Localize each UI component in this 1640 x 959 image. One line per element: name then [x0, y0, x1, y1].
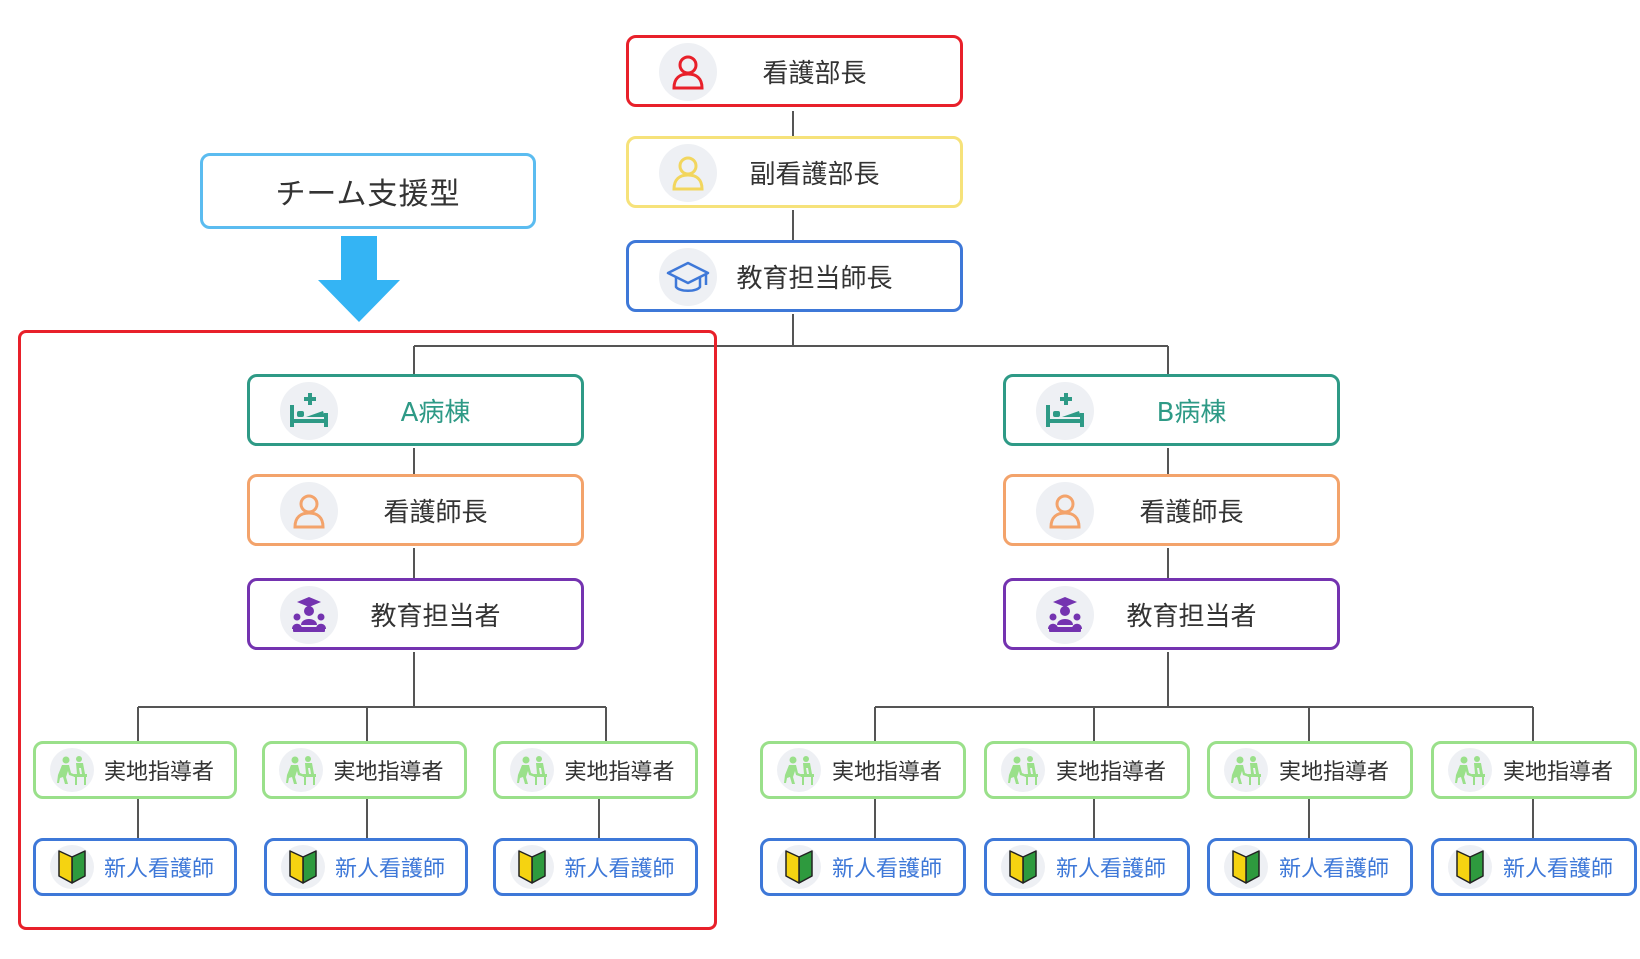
head-nurse-a-label: 看護師長 [383, 497, 488, 528]
person-icon [659, 144, 717, 202]
mentor-icon [50, 748, 94, 792]
mentor-icon [1448, 748, 1492, 792]
head-nurse-b-label: 看護師長 [1139, 497, 1244, 528]
mentor-icon [510, 748, 554, 792]
educator-a-label: 教育担当者 [370, 601, 501, 632]
mentor-icon [1224, 748, 1268, 792]
director-label: 看護部長 [762, 58, 867, 89]
new-nurse-node: 新人看護師 [1431, 838, 1637, 896]
new-nurse-label: 新人看護師 [564, 857, 675, 882]
deputy-node: 副看護部長 [626, 136, 963, 208]
preceptor-node: 実地指導者 [1431, 741, 1637, 799]
education-head-node: 教育担当師長 [626, 240, 963, 312]
teacher-icon [1036, 586, 1094, 644]
preceptor-node: 実地指導者 [493, 741, 698, 799]
new-nurse-node: 新人看護師 [1207, 838, 1413, 896]
education-head-label: 教育担当師長 [736, 263, 893, 294]
person-icon [280, 482, 338, 540]
new-nurse-label: 新人看護師 [1055, 857, 1166, 882]
new-nurse-label: 新人看護師 [1278, 857, 1389, 882]
callout-box: チーム支援型 [200, 153, 536, 229]
head-nurse-b-node: 看護師長 [1003, 474, 1340, 546]
mentor-icon [777, 748, 821, 792]
mentor-icon [279, 748, 323, 792]
preceptor-node: 実地指導者 [1207, 741, 1413, 799]
beginner-mark-icon [1448, 845, 1492, 889]
new-nurse-label: 新人看護師 [1502, 857, 1613, 882]
preceptor-label: 実地指導者 [1055, 760, 1166, 785]
new-nurse-node: 新人看護師 [264, 838, 468, 896]
person-icon [659, 43, 717, 101]
beginner-mark-icon [510, 845, 554, 889]
teacher-icon [280, 586, 338, 644]
educator-a-node: 教育担当者 [247, 578, 584, 650]
new-nurse-node: 新人看護師 [493, 838, 698, 896]
ward-b-label: B病棟 [1156, 397, 1227, 428]
preceptor-node: 実地指導者 [760, 741, 966, 799]
hospital-bed-icon [1036, 382, 1094, 440]
preceptor-node: 実地指導者 [984, 741, 1190, 799]
person-icon [1036, 482, 1094, 540]
ward-b-node: B病棟 [1003, 374, 1340, 446]
preceptor-label: 実地指導者 [831, 760, 942, 785]
new-nurse-label: 新人看護師 [831, 857, 942, 882]
preceptor-label: 実地指導者 [333, 760, 444, 785]
preceptor-label: 実地指導者 [1278, 760, 1389, 785]
beginner-mark-icon [1001, 845, 1045, 889]
new-nurse-label: 新人看護師 [334, 857, 445, 882]
mentor-icon [1001, 748, 1045, 792]
callout-label: チーム支援型 [275, 177, 461, 212]
down-arrow-icon [318, 236, 400, 322]
preceptor-label: 実地指導者 [1502, 760, 1613, 785]
preceptor-label: 実地指導者 [564, 760, 675, 785]
beginner-mark-icon [777, 845, 821, 889]
ward-a-label: A病棟 [400, 397, 471, 428]
graduation-cap-icon [659, 248, 717, 306]
educator-b-node: 教育担当者 [1003, 578, 1340, 650]
beginner-mark-icon [1224, 845, 1268, 889]
ward-a-node: A病棟 [247, 374, 584, 446]
head-nurse-a-node: 看護師長 [247, 474, 584, 546]
new-nurse-label: 新人看護師 [103, 857, 214, 882]
hospital-bed-icon [280, 382, 338, 440]
educator-b-label: 教育担当者 [1126, 601, 1257, 632]
highlight-frame [18, 330, 717, 930]
new-nurse-node: 新人看護師 [984, 838, 1190, 896]
new-nurse-node: 新人看護師 [760, 838, 966, 896]
beginner-mark-icon [50, 845, 94, 889]
director-node: 看護部長 [626, 35, 963, 107]
new-nurse-node: 新人看護師 [33, 838, 237, 896]
deputy-label: 副看護部長 [749, 159, 880, 190]
preceptor-node: 実地指導者 [262, 741, 467, 799]
preceptor-node: 実地指導者 [33, 741, 237, 799]
beginner-mark-icon [281, 845, 325, 889]
preceptor-label: 実地指導者 [103, 760, 214, 785]
